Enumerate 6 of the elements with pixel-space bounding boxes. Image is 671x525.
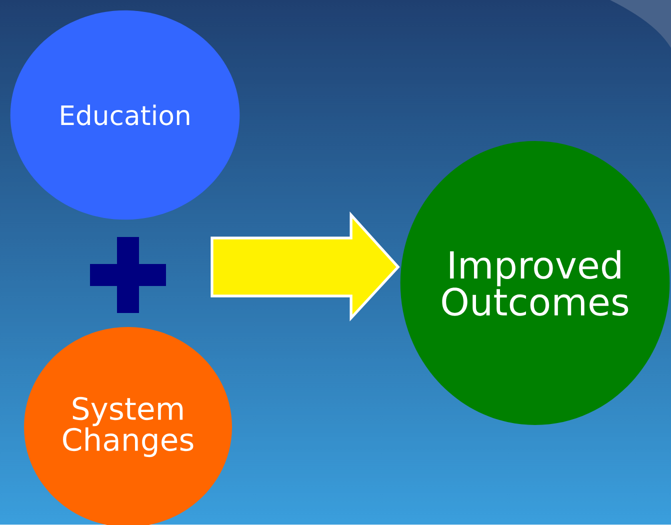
- node-label: Improved Outcomes: [442, 250, 628, 316]
- node-label: System Changes: [63, 396, 194, 458]
- circle: [10, 10, 240, 220]
- circle: [400, 141, 670, 425]
- node-label: Education: [61, 104, 190, 126]
- block-arrow: [210, 212, 400, 322]
